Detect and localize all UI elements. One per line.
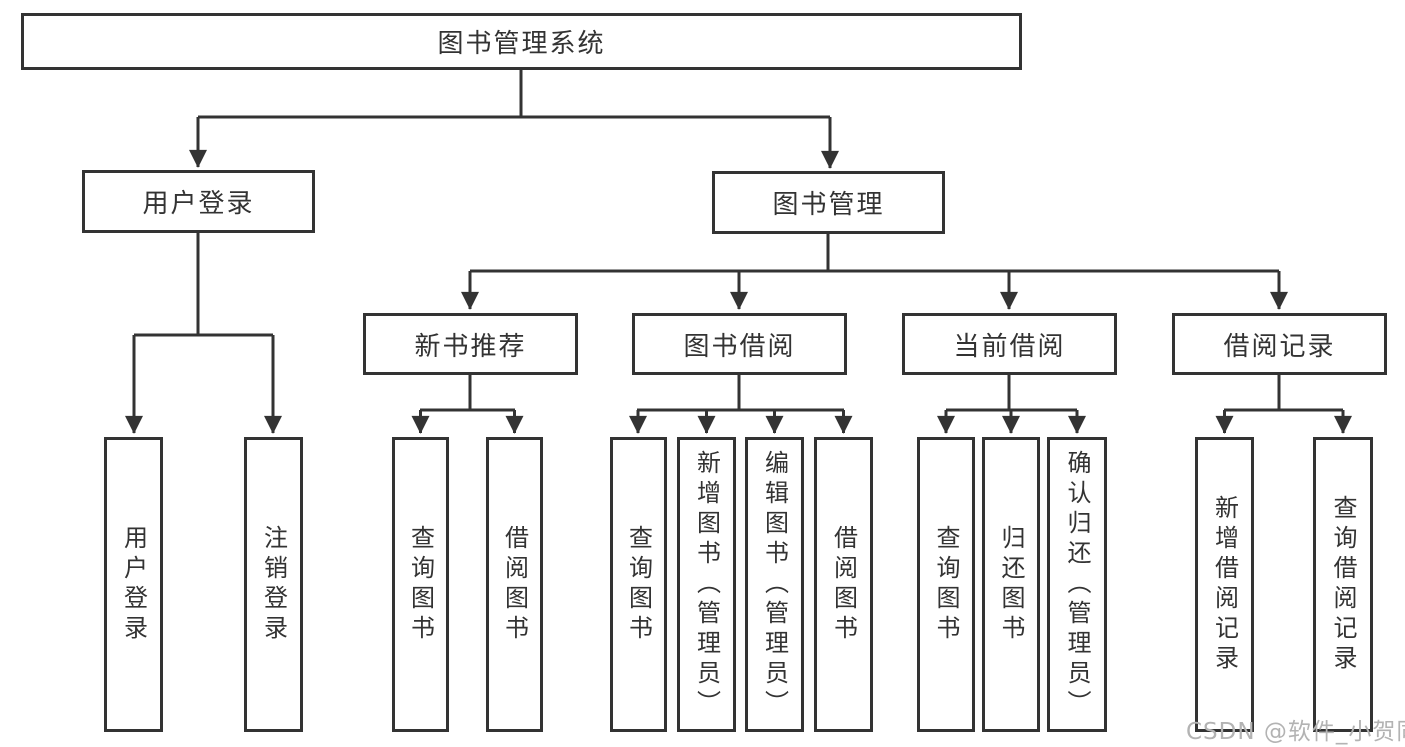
node-book-management: 图书管理 [712,171,945,234]
node-label: 注销登录 [259,524,288,645]
node-label: 新增借阅记录 [1210,494,1239,675]
node-label: 归还图书 [997,524,1025,645]
node-nb-query-book: 查询图书 [392,437,449,732]
node-leaf-user-login: 用户登录 [104,437,163,732]
node-bb-borrow-book: 借阅图书 [814,437,873,732]
node-cb-return-book: 归还图书 [982,437,1040,732]
node-label: 图书借阅 [683,331,796,362]
watermark: CSDN @软件_小贺同学 [1186,719,1405,745]
node-cb-confirm-return: 确认归还（管理员） [1047,437,1107,732]
node-current-borrow: 当前借阅 [902,313,1117,375]
node-bb-edit-book: 编辑图书（管理员） [745,437,804,732]
node-label: 图书管理系统 [437,29,606,59]
node-label: 借阅图书 [500,524,529,645]
node-label: 编辑图书（管理员） [760,449,789,720]
node-borrow-record: 借阅记录 [1172,313,1387,375]
node-br-add-record: 新增借阅记录 [1195,437,1254,732]
node-label: 新增图书（管理员） [692,449,721,720]
node-label: 借阅记录 [1223,331,1336,362]
node-leaf-logout: 注销登录 [244,437,303,732]
node-label: 用户登录 [142,189,255,219]
node-label: 新书推荐 [414,331,527,362]
node-library-system: 图书管理系统 [21,13,1022,70]
node-cb-query-book: 查询图书 [917,437,975,732]
node-label: 查询借阅记录 [1329,494,1357,675]
node-label: 借阅图书 [829,524,858,645]
node-label: 当前借阅 [953,331,1066,362]
node-br-query-record: 查询借阅记录 [1313,437,1373,732]
node-label: 查询图书 [624,524,653,645]
node-label: 查询图书 [406,524,435,645]
node-label: 图书管理 [772,190,885,220]
node-new-book-recommend: 新书推荐 [363,313,578,375]
node-label: 用户登录 [119,524,148,645]
node-bb-query-book: 查询图书 [610,437,667,732]
node-bb-add-book: 新增图书（管理员） [677,437,736,732]
node-label: 确认归还（管理员） [1063,449,1091,720]
node-user-login: 用户登录 [82,170,315,233]
node-book-borrow: 图书借阅 [632,313,847,375]
node-nb-borrow-book: 借阅图书 [486,437,543,732]
node-label: 查询图书 [932,524,960,645]
